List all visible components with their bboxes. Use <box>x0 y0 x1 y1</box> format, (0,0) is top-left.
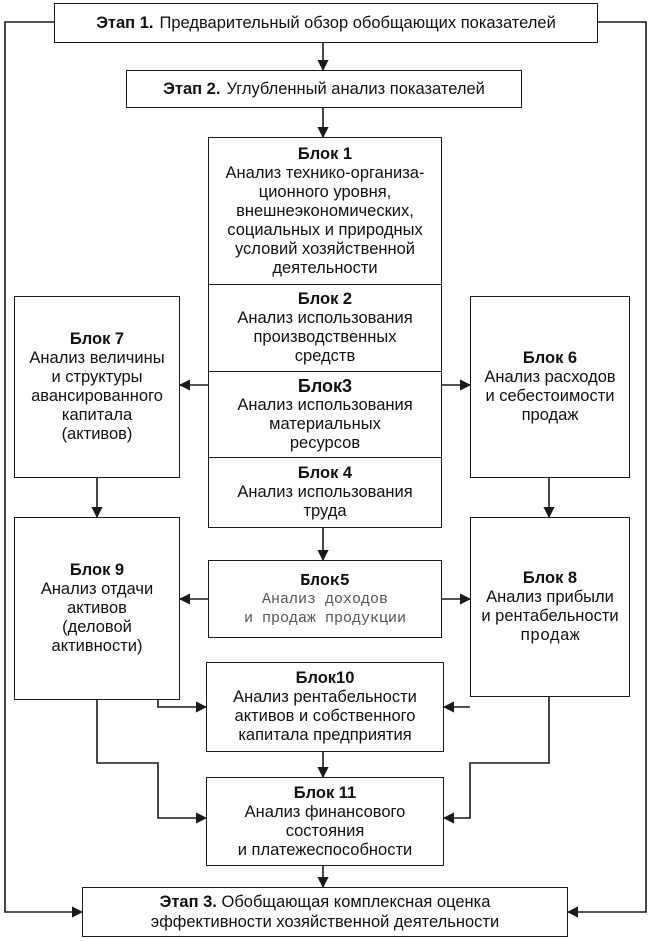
block1-line: ционного уровня, <box>258 182 392 201</box>
block2-line: средств <box>294 347 356 365</box>
block5-title: Блок5 <box>300 570 350 590</box>
block9-line: (деловой <box>62 618 132 636</box>
stage3-title: Этап 3. <box>159 893 217 911</box>
block5-line: Анализ доходов <box>261 590 389 608</box>
block1-line: Анализ технико-организа- <box>225 163 425 182</box>
arrow-block9-block10 <box>157 700 208 713</box>
block1-line: социальных и природных <box>227 220 423 239</box>
stage3-line-1: Этап 3. Обобщающая комплексная оценка <box>160 892 491 912</box>
arrow-stage1-stage3-right <box>566 21 647 918</box>
block3-box: Блок3 Анализ использования материальных … <box>208 371 442 458</box>
block2-line: Анализ использования <box>237 309 413 327</box>
block11-line: и платежеспособности <box>237 840 413 859</box>
block5-box: Блок5 Анализ доходов и продаж продукции <box>208 560 442 638</box>
stage1-title: Этап 1. <box>96 13 154 32</box>
block11-line: состояния <box>285 821 365 840</box>
block8-box: Блок 8 Анализ прибыли и рентабельности п… <box>470 517 630 697</box>
stage3-line: эффективности хозяйственной деятельности <box>150 913 500 931</box>
block6-line: Анализ расходов <box>484 368 616 386</box>
block2-line: производственных <box>253 328 397 346</box>
stage2-box: Этап 2. Углубленный анализ показателей <box>126 70 522 108</box>
stage2-title: Этап 2. <box>163 79 221 98</box>
block5-line: и продаж продукции <box>243 609 407 627</box>
block4-line: Анализ использования <box>237 483 413 501</box>
block4-box: Блок 4 Анализ использования труда <box>208 457 442 528</box>
stage3-box: Этап 3. Обобщающая комплексная оценка эф… <box>82 887 568 937</box>
block1-line: деятельности <box>272 258 378 277</box>
block10-line: Анализ рентабельности <box>233 688 417 706</box>
block9-title: Блок 9 <box>69 561 125 579</box>
block6-line: продаж <box>521 406 579 424</box>
block9-line: активности) <box>51 637 143 655</box>
block1-box: Блок 1 Анализ технико-организа- ционного… <box>208 137 442 285</box>
block3-line: ресурсов <box>289 433 361 452</box>
block1-line: внешнеэкономических, <box>236 201 414 220</box>
block6-title: Блок 6 <box>522 349 578 367</box>
block7-line: Анализ величины <box>29 349 165 367</box>
block1-title: Блок 1 <box>297 144 353 163</box>
block4-title: Блок 4 <box>297 464 353 482</box>
block3-line: Анализ использования <box>237 395 413 414</box>
block11-line: Анализ финансового <box>244 802 406 821</box>
block2-box: Блок 2 Анализ использования производстве… <box>208 284 442 372</box>
block2-title: Блок 2 <box>297 290 353 308</box>
block8-line: и рентабельности <box>481 607 619 625</box>
stage1-box: Этап 1. Предварительный обзор обобщающих… <box>54 3 598 43</box>
block10-line: активов и собственного <box>234 707 416 725</box>
block6-box: Блок 6 Анализ расходов и себестоимости п… <box>470 296 630 478</box>
stage1-text: Предварительный обзор обобщающих показат… <box>159 13 556 32</box>
block8-line: продаж <box>520 626 580 645</box>
arrow-block8-block11 <box>442 697 550 824</box>
block7-box: Блок 7 Анализ величины и структуры аванс… <box>14 296 180 478</box>
block9-line: активов <box>67 599 127 617</box>
block7-line: (активов) <box>61 425 133 443</box>
block11-title: Блок 11 <box>293 783 357 802</box>
block7-line: и структуры <box>51 368 143 386</box>
block7-line: капитала <box>61 406 133 424</box>
block3-title: Блок3 <box>297 375 353 396</box>
block3-line: материальных <box>269 414 381 433</box>
block8-line: Анализ прибыли <box>486 588 614 606</box>
block7-line: авансированного <box>31 387 163 405</box>
block9-line: Анализ отдачи <box>40 580 154 598</box>
arrow-block9-block11 <box>96 700 208 824</box>
block8-title: Блок 8 <box>522 569 578 587</box>
block9-box: Блок 9 Анализ отдачи активов (деловой ак… <box>14 517 180 700</box>
block4-line: труда <box>303 502 347 520</box>
arrow-stage1-stage3-left <box>4 21 84 918</box>
block7-title: Блок 7 <box>69 330 125 348</box>
stage3-line: Обобщающая комплексная оценка <box>221 893 491 911</box>
stage2-text: Углубленный анализ показателей <box>226 79 485 98</box>
block10-line: капитала предприятия <box>238 726 412 744</box>
block10-title: Блок10 <box>295 669 355 687</box>
block1-line: условий хозяйственной <box>234 239 416 258</box>
block11-box: Блок 11 Анализ финансового состояния и п… <box>206 777 444 866</box>
block6-line: и себестоимости <box>485 387 615 405</box>
block10-box: Блок10 Анализ рентабельности активов и с… <box>206 662 444 752</box>
